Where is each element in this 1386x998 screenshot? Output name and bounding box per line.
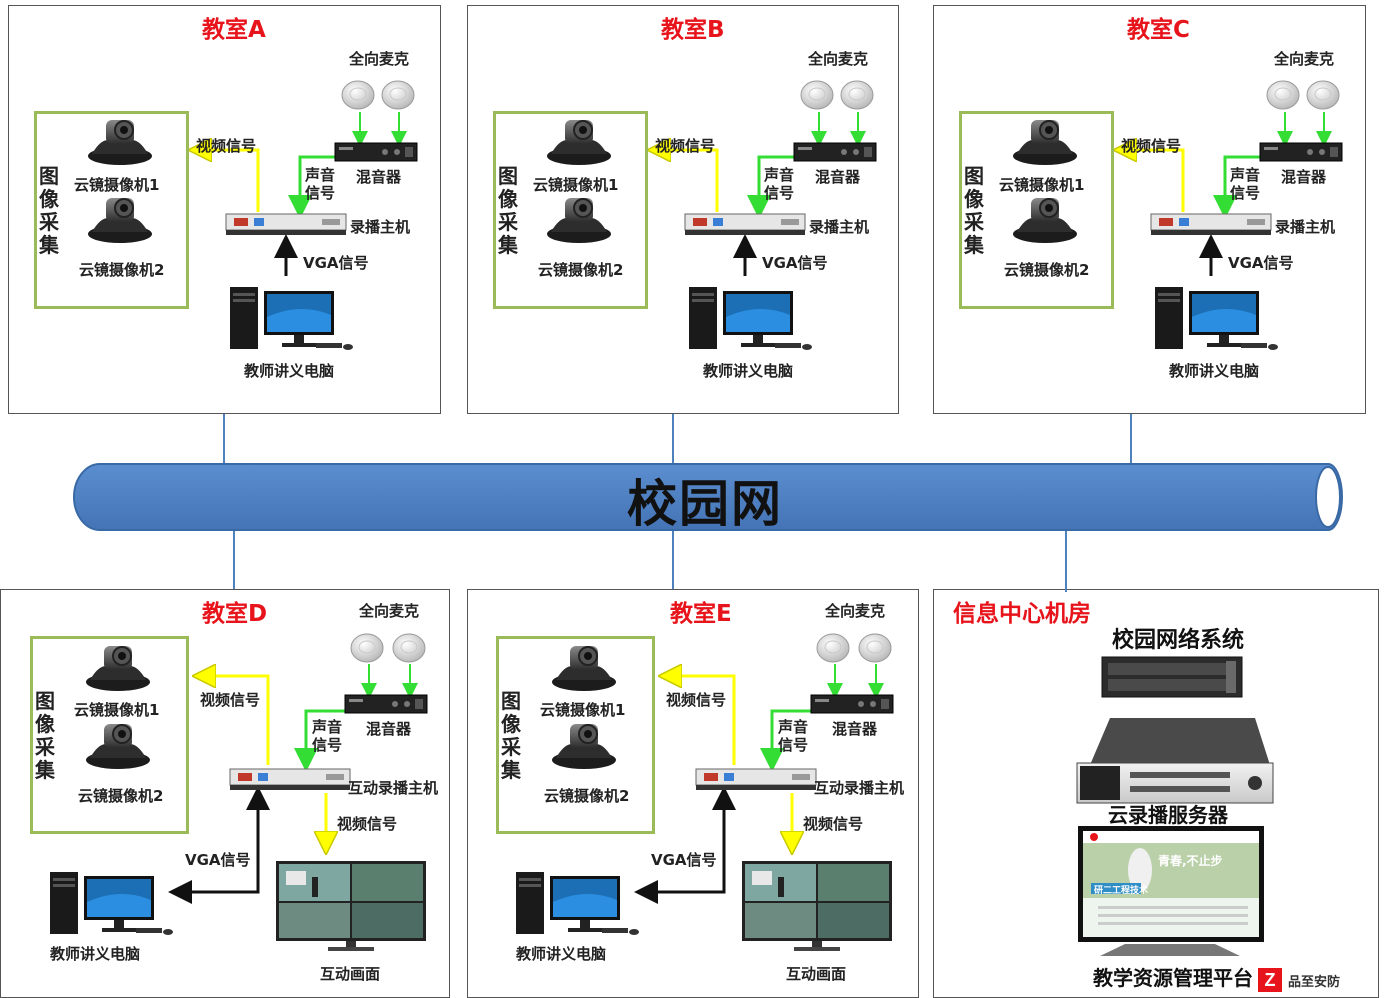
camera-1-label: 云镜摄像机1 <box>540 701 626 719</box>
recorder-label: 互动录播主机 <box>348 779 439 797</box>
image-capture-group <box>496 636 655 834</box>
classroom-title: 教室A <box>202 17 266 43</box>
mic-label: 全向麦克 <box>349 50 410 68</box>
vga-signal-label: VGA信号 <box>1228 254 1294 272</box>
watermark-text: 品至安防 <box>1288 975 1341 990</box>
classroom-c-box <box>933 5 1366 414</box>
camera-1-label: 云镜摄像机1 <box>533 176 619 194</box>
camera-2-label: 云镜摄像机2 <box>538 261 624 279</box>
vga-signal-label: VGA信号 <box>651 851 717 869</box>
platform-screen-banner: 研二工程技术 <box>1094 886 1149 896</box>
mixer-label: 混音器 <box>815 168 861 186</box>
image-capture-group <box>30 636 189 834</box>
classroom-a-devices <box>87 80 418 350</box>
camera-1-label: 云镜摄像机1 <box>999 176 1085 194</box>
image-capture-label: 图像采集 <box>39 164 59 257</box>
image-capture-group <box>959 111 1114 309</box>
video-signal-label: 视频信号 <box>196 137 257 155</box>
recorder-label: 录播主机 <box>809 218 870 236</box>
cloud-server-label: 云录播服务器 <box>1108 803 1228 827</box>
teacher-pc-label: 教师讲义电脑 <box>703 362 794 380</box>
teacher-pc-label: 教师讲义电脑 <box>244 362 335 380</box>
mixer-label: 混音器 <box>356 168 402 186</box>
sound-signal-label: 声音信号 <box>312 718 343 754</box>
network-system-label: 校园网络系统 <box>1112 628 1245 653</box>
network-label: 校园网 <box>627 475 783 533</box>
recorder-label: 录播主机 <box>1275 218 1336 236</box>
recorder-label: 录播主机 <box>350 218 411 236</box>
network-switch <box>1101 656 1243 698</box>
image-capture-label: 图像采集 <box>501 689 521 782</box>
classroom-title: 教室E <box>670 601 732 627</box>
teacher-pc-label: 教师讲义电脑 <box>50 945 141 963</box>
image-capture-label: 图像采集 <box>498 164 518 257</box>
classroom-a-box <box>8 5 441 414</box>
video-signal-label: 视频信号 <box>1121 137 1182 155</box>
camera-2-label: 云镜摄像机2 <box>1004 261 1090 279</box>
classroom-title: 教室B <box>661 17 725 43</box>
interactive-screen-label: 互动画面 <box>320 965 381 983</box>
mic-label: 全向麦克 <box>808 50 869 68</box>
image-capture-group <box>34 111 189 309</box>
classroom-b-box <box>467 5 899 414</box>
camera-2-label: 云镜摄像机2 <box>544 787 630 805</box>
platform-monitor <box>1078 826 1264 956</box>
mixer-label: 混音器 <box>1281 168 1327 186</box>
video-out-label: 视频信号 <box>337 815 398 833</box>
classroom-e-devices <box>516 633 894 951</box>
camera-1-label: 云镜摄像机1 <box>74 176 160 194</box>
sound-signal-label: 声音信号 <box>764 166 795 202</box>
video-out-label: 视频信号 <box>803 815 864 833</box>
watermark-logo-icon: Z <box>1258 968 1282 992</box>
interactive-screen-label: 互动画面 <box>786 965 847 983</box>
sound-signal-label: 声音信号 <box>1230 166 1261 202</box>
mic-label: 全向麦克 <box>1274 50 1335 68</box>
classroom-b-devices <box>546 80 877 350</box>
cloud-server <box>1076 718 1274 804</box>
teacher-pc-label: 教师讲义电脑 <box>516 945 607 963</box>
mixer-label: 混音器 <box>366 720 412 738</box>
recorder-label: 互动录播主机 <box>814 779 905 797</box>
platform-screen-slogan: 青春,不止步 <box>1158 854 1223 868</box>
video-signal-label: 视频信号 <box>200 691 261 709</box>
image-capture-label: 图像采集 <box>35 689 55 782</box>
classroom-c-devices <box>1012 80 1343 350</box>
image-capture-group <box>493 111 648 309</box>
sound-signal-label: 声音信号 <box>778 718 809 754</box>
vga-signal-label: VGA信号 <box>303 254 369 272</box>
mixer-label: 混音器 <box>832 720 878 738</box>
teacher-pc-label: 教师讲义电脑 <box>1169 362 1260 380</box>
image-capture-label: 图像采集 <box>964 164 984 257</box>
sound-signal-label: 声音信号 <box>305 166 336 202</box>
platform-label: 教学资源管理平台 <box>1093 966 1253 990</box>
camera-1-label: 云镜摄像机1 <box>74 701 160 719</box>
datacenter-title: 信息中心机房 <box>953 601 1091 627</box>
mic-label: 全向麦克 <box>359 602 420 620</box>
classroom-title: 教室C <box>1127 17 1190 43</box>
camera-2-label: 云镜摄像机2 <box>79 261 165 279</box>
classroom-d-devices <box>50 633 428 951</box>
mic-label: 全向麦克 <box>825 602 886 620</box>
vga-signal-label: VGA信号 <box>185 851 251 869</box>
video-signal-label: 视频信号 <box>655 137 716 155</box>
camera-2-label: 云镜摄像机2 <box>78 787 164 805</box>
network-pipe <box>73 463 1343 531</box>
vga-signal-label: VGA信号 <box>762 254 828 272</box>
classroom-title: 教室D <box>202 601 268 627</box>
video-signal-label: 视频信号 <box>666 691 727 709</box>
